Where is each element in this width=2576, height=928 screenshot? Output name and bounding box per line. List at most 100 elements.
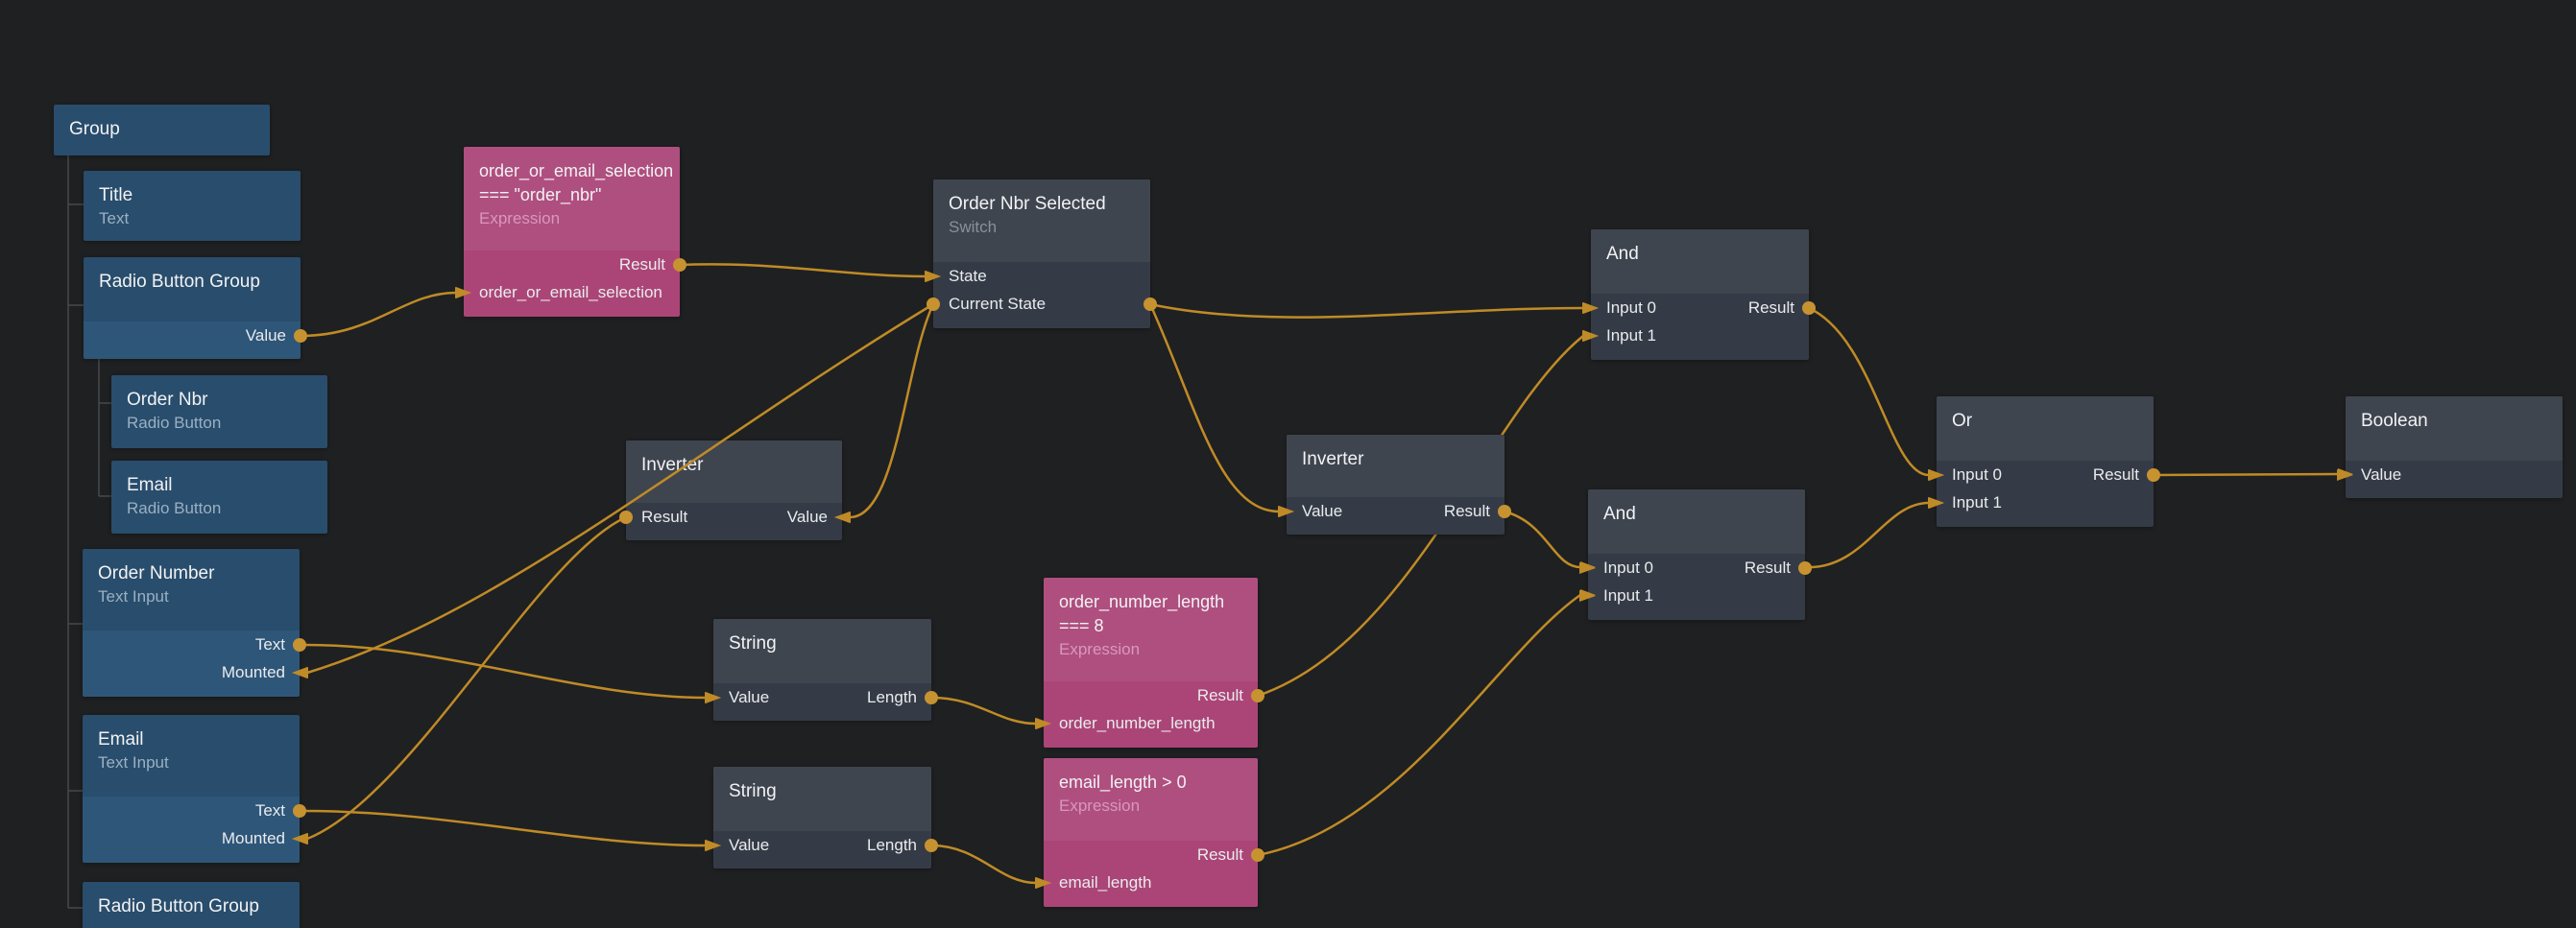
node-title: email_length > 0 [1059,773,1187,792]
wire-current_state_to_order_number_mounted[interactable] [306,302,934,675]
wire-radio_group_value_to_expr[interactable] [300,291,457,338]
node-subtitle: Radio Button [127,499,222,517]
port-row: Result [464,250,680,278]
port-label-value: Value [245,326,286,345]
port-row: Input 1 [1588,582,1805,609]
node-title: Or [1952,411,1973,431]
port-label-value: Value [729,836,770,854]
port-row: Value [84,321,301,349]
port-label-input-1: Input 1 [1603,586,1653,605]
node-title: String [729,781,777,801]
port-label-text: Text [254,635,285,654]
node-title: String [729,633,777,654]
port-label-input-1: Input 1 [1952,493,2002,512]
port-label-length: Length [867,836,917,854]
node-title: And [1603,504,1636,524]
node-subtitle: Text Input [98,587,169,606]
wire-current_state_to_inverter_left_value[interactable] [849,303,935,519]
port-label-input-0: Input 0 [1603,559,1653,577]
port-label-mounted: Mounted [221,663,285,681]
port-label-length: Length [867,688,917,706]
node-title: Email [127,475,173,495]
wire-order_number_text_to_string_value[interactable] [299,643,707,700]
node-title: Group [69,119,120,139]
node-header: String [713,767,931,831]
node-title: Radio Button Group [99,272,260,292]
node-header: Group [54,105,270,155]
wire-and_top_result_to_or_input0[interactable] [1808,306,1930,477]
node-title: Title [99,185,133,205]
wire-string_length_to_expr_order_number_length[interactable] [930,696,1037,726]
port-row: Mounted [83,658,300,686]
wire-email_text_to_string_value[interactable] [299,809,707,847]
node-header: Boolean [2346,396,2563,461]
node-subtitle: Expression [479,209,561,227]
port-row: Input 0 Result [1591,294,1809,321]
port-row: State [933,262,1150,290]
port-label-result: Result [1747,298,1794,317]
wire-and_bottom_result_to_or_input1[interactable] [1804,501,1930,569]
port-row: Current State [933,290,1150,318]
port-label-result: Result [2092,465,2139,484]
node-title: order_or_email_selection === "order_nbr" [479,161,674,204]
node-title: order_number_length === 8 [1059,592,1225,635]
wire-or_result_to_boolean_value[interactable] [2153,472,2339,477]
wire-expr_result_to_switch_state[interactable] [679,263,927,278]
port-label-input-1: Input 1 [1606,326,1656,345]
port-row: Input 0 Result [1937,461,2154,488]
port-label-order-or-email-selection: order_or_email_selection [479,283,662,301]
port-label-value: Value [1302,502,1343,520]
node-title: And [1606,244,1639,264]
port-row: Text [83,631,300,658]
port-label-mounted: Mounted [221,829,285,847]
node-expr_selection[interactable]: order_or_email_selection === "order_nbr"… [464,147,680,317]
node-group[interactable]: Group [54,105,270,155]
node-header: Radio Button Group [83,882,300,928]
port-label-value: Value [786,508,828,526]
port-row: Value Length [713,683,931,711]
wire-expr_email_result_to_and_bottom_input1[interactable] [1257,593,1581,857]
wire-current_state_to_inverter_right_value[interactable] [1148,303,1280,513]
node-title: Inverter [1302,449,1364,469]
node-header: String [713,619,931,683]
wire-inverter_left_result_to_email_mounted[interactable] [306,515,627,841]
wire-current_state_to_and_top_input0[interactable] [1149,302,1584,319]
port-label-input-0: Input 0 [1952,465,2002,484]
node-title: Email [98,729,144,750]
wire-string_length_to_expr_email_length[interactable] [930,844,1037,885]
wire-inverter_right_result_to_and_bottom_input0[interactable] [1504,510,1581,569]
port-label-result: Result [618,255,665,274]
port-row: Input 1 [1937,488,2154,516]
node-title: Radio Button Group [98,896,259,916]
port-label-value: Value [729,688,770,706]
node-title: Order Number [98,563,215,583]
port-label-email-length: email_length [1059,873,1152,892]
port-label-input-0: Input 0 [1606,298,1656,317]
